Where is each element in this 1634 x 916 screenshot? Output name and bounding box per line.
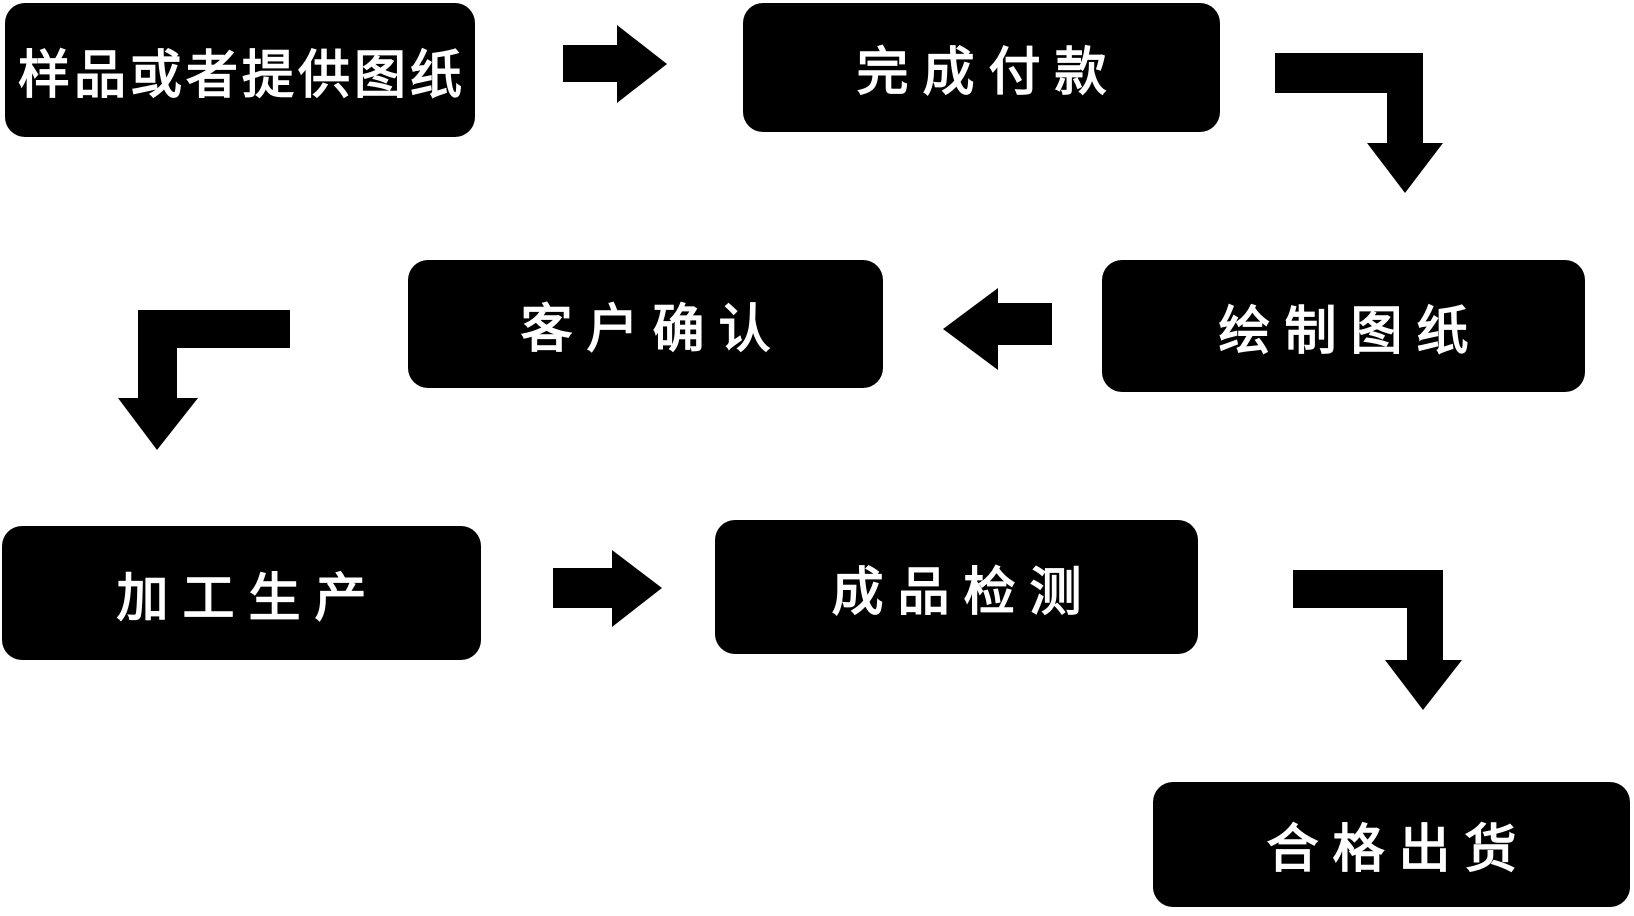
flow-node-payment-label: 完成付款 — [856, 44, 1121, 102]
arrow-right-icon — [553, 550, 662, 627]
flow-node-produce-label: 加工生产 — [116, 569, 381, 628]
flow-node-draw-label: 绘制图纸 — [1218, 302, 1483, 361]
flow-node-draw: 绘制图纸 — [1102, 260, 1585, 392]
flow-node-confirm-label: 客户确认 — [520, 300, 785, 359]
arrow-elbow-left-down-icon — [118, 310, 290, 450]
flow-node-produce: 加工生产 — [2, 526, 481, 660]
arrow-left-icon — [943, 288, 1052, 370]
flow-node-confirm: 客户确认 — [408, 260, 883, 388]
flow-node-ship-label: 合格出货 — [1266, 821, 1531, 879]
arrow-elbow-right-down-icon — [1293, 570, 1462, 710]
flow-node-inspect: 成品检测 — [715, 520, 1198, 654]
arrow-right-icon — [563, 25, 667, 103]
arrow-elbow-right-down-icon — [1275, 53, 1443, 193]
flow-node-payment: 完成付款 — [743, 3, 1220, 132]
flow-node-ship: 合格出货 — [1153, 782, 1630, 907]
flow-node-inspect-label: 成品检测 — [831, 563, 1096, 622]
flow-node-sample: 样品或者提供图纸 — [5, 3, 475, 137]
flow-node-sample-label: 样品或者提供图纸 — [17, 46, 466, 105]
